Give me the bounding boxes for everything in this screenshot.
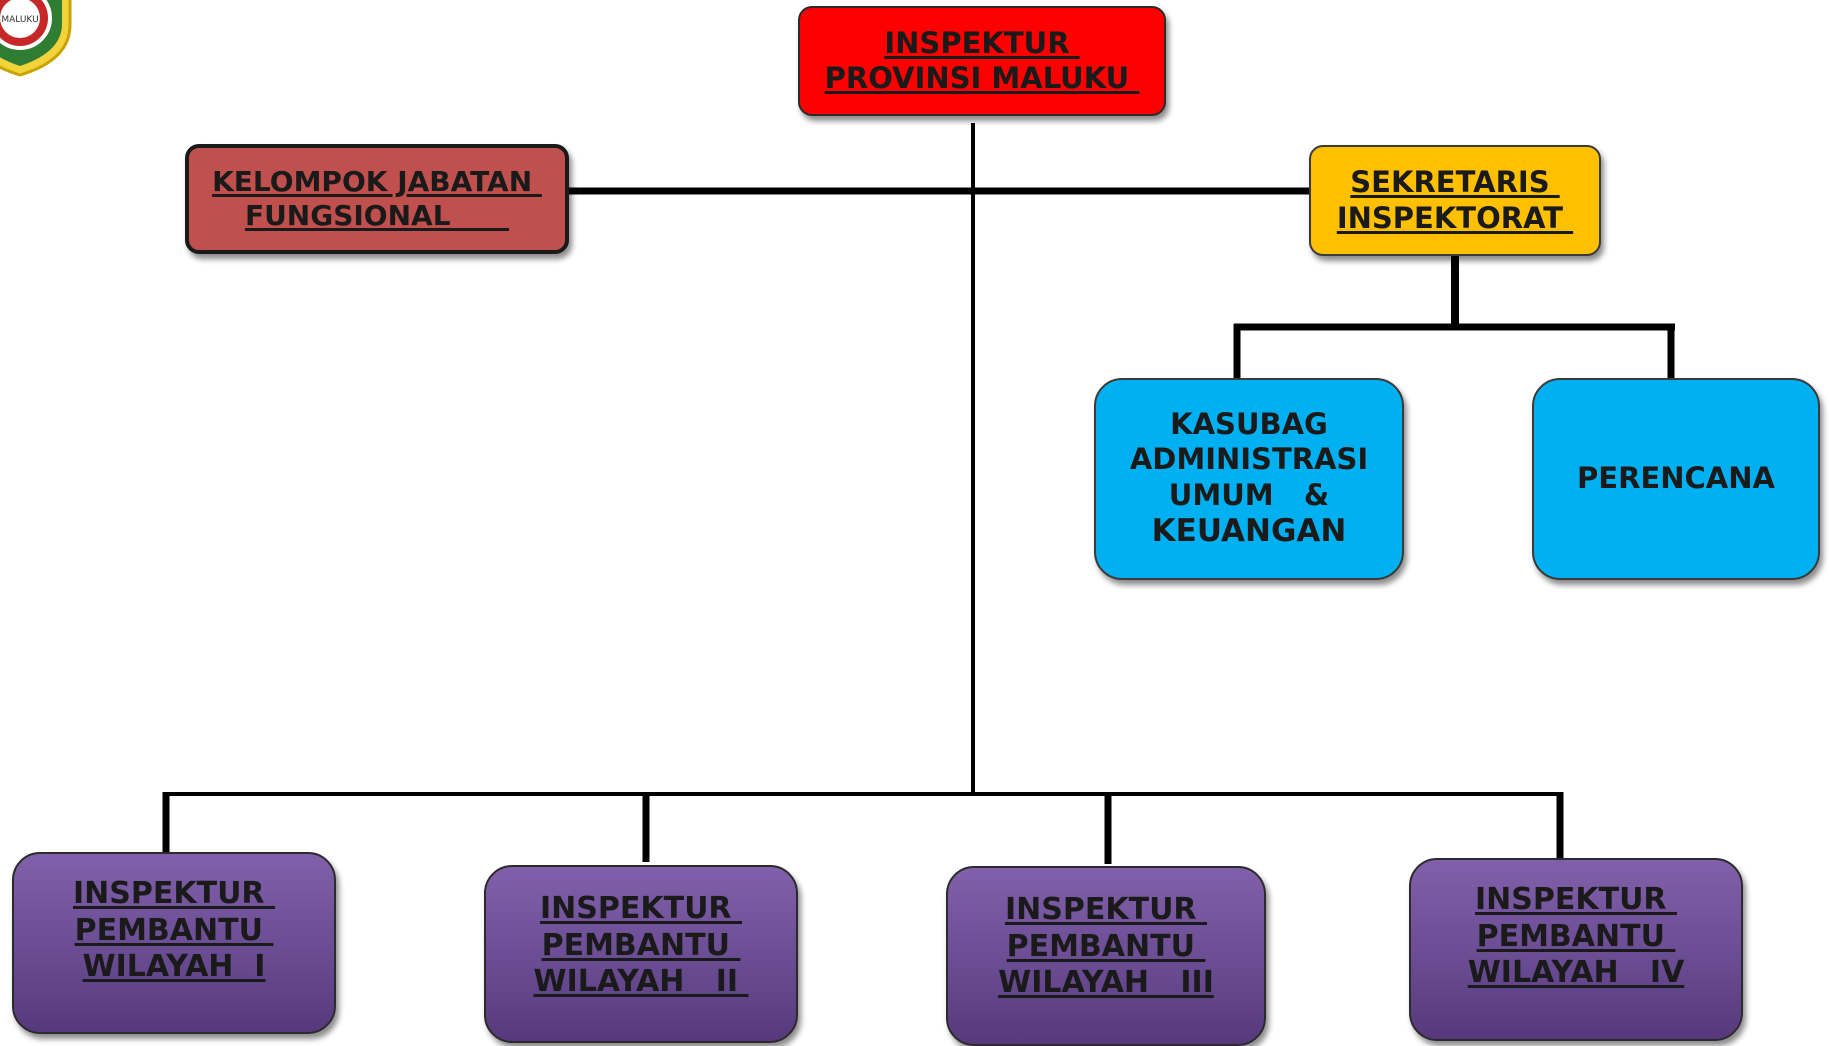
inspektur-pembantu-wilayah-1-box: INSPEKTUR PEMBANTU WILAYAH I	[12, 852, 336, 1034]
box-label-line: INSPEKTUR	[540, 891, 742, 926]
box-label-line: PROVINSI MALUKU	[824, 61, 1140, 95]
box-label-line: INSPEKTUR	[1005, 892, 1207, 927]
kasubag-administrasi-box: KASUBAG ADMINISTRASI UMUM & KEUANGAN	[1094, 378, 1404, 580]
box-label-line: WILAYAH I	[82, 949, 266, 985]
box-label-line: INSPEKTUR	[884, 25, 1080, 60]
box-label-line: WILAYAH IV	[1467, 955, 1685, 991]
box-label-line: PEMBANTU	[1006, 928, 1206, 964]
provincial-emblem-icon: MALUKU	[0, 0, 72, 77]
box-label-line: WILAYAH II	[533, 964, 749, 1000]
inspektur-provinsi-box: INSPEKTUR PROVINSI MALUKU	[798, 6, 1166, 116]
box-label-line: UMUM &	[1168, 477, 1330, 512]
box-label-line: INSPEKTUR	[1475, 882, 1677, 917]
inspektur-pembantu-wilayah-2-box: INSPEKTUR PEMBANTU WILAYAH II	[484, 865, 798, 1043]
box-label-line: WILAYAH III	[998, 965, 1214, 1001]
box-label-line: SEKRETARIS	[1350, 165, 1560, 200]
box-label-line: FUNGSIONAL	[244, 199, 510, 232]
svg-text:MALUKU: MALUKU	[1, 15, 38, 25]
sekretaris-inspektorat-box: SEKRETARIS INSPEKTORAT	[1309, 145, 1601, 256]
box-label-line: KASUBAG	[1170, 407, 1328, 442]
box-label-line: KEUANGAN	[1151, 513, 1347, 550]
inspektur-pembantu-wilayah-3-box: INSPEKTUR PEMBANTU WILAYAH III	[946, 866, 1266, 1046]
inspektur-pembantu-wilayah-4-box: INSPEKTUR PEMBANTU WILAYAH IV	[1409, 858, 1743, 1041]
box-label-line: PEMBANTU	[1476, 918, 1676, 954]
box-label-line: INSPEKTUR	[73, 876, 275, 911]
perencana-box: PERENCANA	[1532, 378, 1820, 580]
kelompok-jabatan-fungsional-box: KELOMPOK JABATAN FUNGSIONAL	[185, 144, 569, 254]
box-label-line: PEMBANTU	[74, 912, 274, 948]
box-label-line: KELOMPOK JABATAN	[212, 164, 542, 198]
box-label-line: INSPEKTORAT	[1336, 200, 1574, 235]
box-label-line: PEMBANTU	[541, 927, 741, 963]
box-label-line: PERENCANA	[1577, 461, 1775, 496]
box-label-line: ADMINISTRASI	[1129, 442, 1369, 477]
